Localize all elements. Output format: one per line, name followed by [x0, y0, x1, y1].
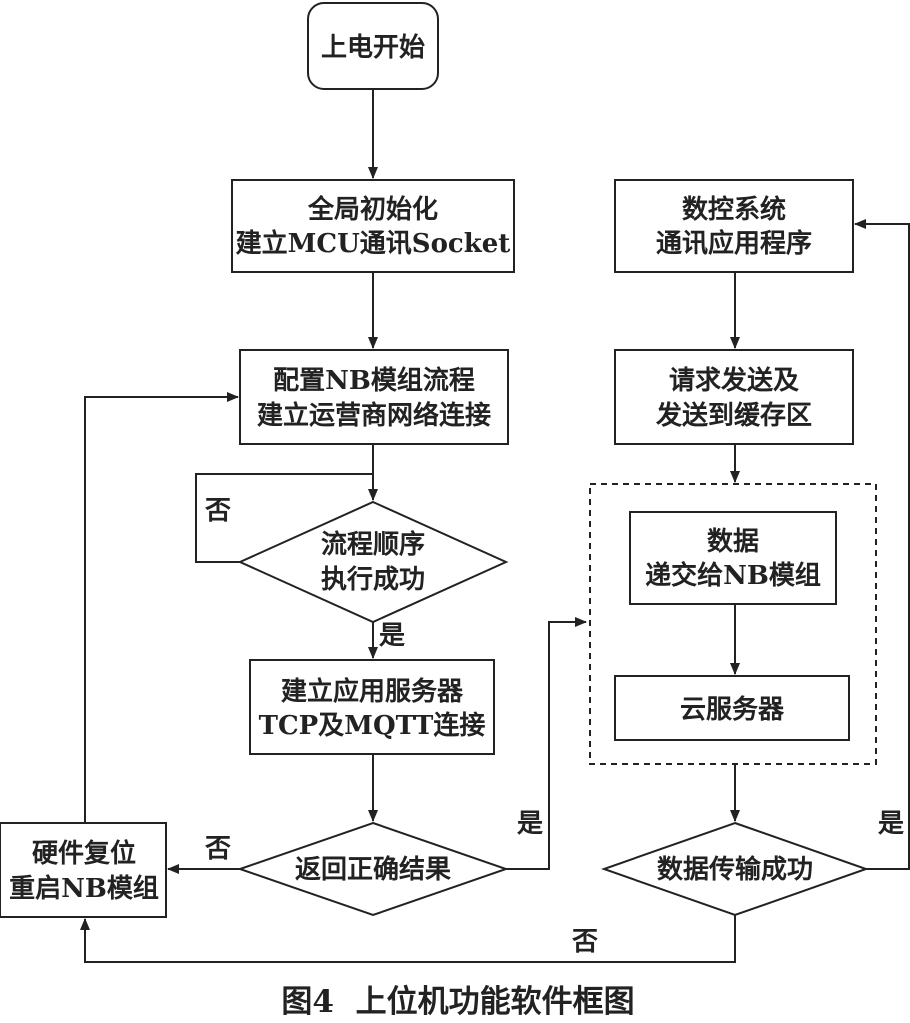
sequence-decision: [237, 500, 509, 624]
app-server-box: [249, 659, 495, 755]
init-box: [231, 179, 515, 273]
return-yes-label: 是: [517, 809, 543, 839]
return-label: 返回正确结果: [295, 854, 451, 885]
edge-return-yes: [506, 617, 587, 870]
sequence-label-line1: 流程顺序: [321, 529, 425, 560]
reset-box: [0, 822, 167, 918]
deliver-label-line1: 数据: [707, 527, 759, 557]
deliver-label-line2: 递交给NB模组: [645, 560, 821, 591]
nc-app-label-line2: 通讯应用程序: [656, 228, 812, 259]
send-buffer-label-line1: 请求发送及: [669, 365, 799, 396]
sequence-label-line2: 执行成功: [321, 564, 425, 595]
edge-transfer-no: [80, 915, 736, 963]
sequence-yes-label: 是: [379, 621, 405, 651]
transfer-label: 数据传输成功: [657, 854, 813, 885]
deliver-box: [629, 511, 837, 605]
transfer-yes-label: 是: [878, 809, 904, 839]
reset-label-line2: 重启NB模组: [9, 873, 159, 904]
edge-transfer-yes: [854, 219, 910, 870]
config-box: [239, 349, 509, 445]
return-decision: [236, 821, 510, 917]
app-server-label-line2: TCP及MQTT连接: [259, 711, 486, 741]
edge-sequence-no-loop: [195, 473, 373, 563]
cloud-server-label: 云服务器: [680, 695, 785, 725]
sequence-no-label: 否: [205, 496, 231, 526]
nc-app-box: [614, 179, 854, 273]
start-label: 上电开始: [321, 33, 425, 63]
config-label-line1: 配置NB模组流程: [273, 365, 475, 396]
nb-module-group: [589, 483, 877, 765]
config-label-line2: 建立运营商网络连接: [257, 400, 491, 431]
reset-label-line1: 硬件复位: [32, 838, 136, 869]
init-label-line1: 全局初始化: [307, 194, 438, 225]
transfer-no-label: 否: [572, 927, 598, 957]
send-buffer-label-line2: 发送到缓存区: [655, 400, 812, 431]
nc-app-label-line1: 数控系统: [682, 194, 786, 225]
edge-reset-config: [84, 392, 239, 823]
return-no-label: 否: [205, 834, 231, 864]
figure-caption: 图4 上位机功能软件框图: [281, 984, 634, 1020]
init-label-line2: 建立MCU通讯Socket: [236, 228, 511, 259]
send-buffer-box: [614, 349, 854, 445]
cloud-server-box: [614, 675, 850, 741]
app-server-label-line1: 建立应用服务器: [281, 676, 464, 707]
